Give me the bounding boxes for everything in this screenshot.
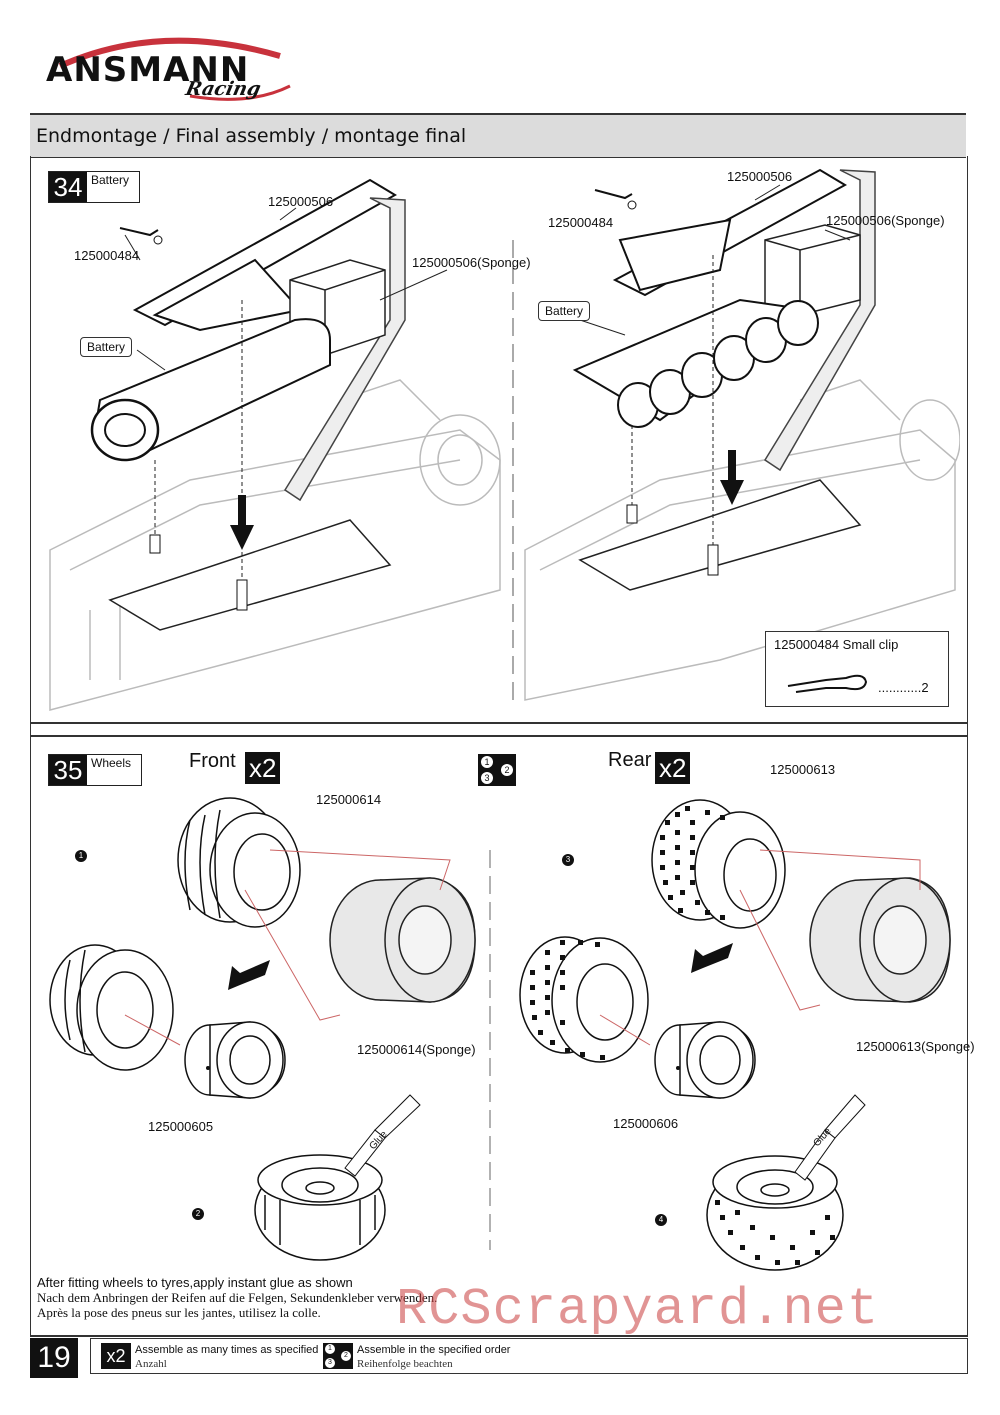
- brand-logo: ANSMANN: [46, 50, 250, 90]
- label-34-left-clip: 125000484: [74, 248, 140, 263]
- substep-3: 3: [562, 854, 574, 866]
- footer-divider: [30, 1335, 968, 1337]
- legend-order-en: Assemble in the specified order: [357, 1344, 511, 1356]
- front-heading: Front: [189, 750, 236, 772]
- legend-order-1: 1: [325, 1344, 335, 1354]
- label-front-sponge: 125000614(Sponge): [357, 1042, 476, 1057]
- order-icon: 1 2 3: [478, 754, 516, 786]
- step-34-badge: 34 Battery: [48, 171, 140, 203]
- brand-subtitle: Racing: [183, 78, 263, 100]
- glue-instructions: After fitting wheels to tyres,apply inst…: [37, 1275, 437, 1320]
- step-35-badge: 35 Wheels: [48, 754, 142, 786]
- step-34-number: 34: [49, 172, 87, 202]
- legend-order-2: 2: [341, 1351, 351, 1361]
- label-34-right-clip: 125000484: [548, 215, 614, 230]
- legend-order-de: Reihenfolge beachten: [357, 1358, 453, 1370]
- step-35-illustration: [49, 797, 951, 1271]
- callout-34-left-battery: Battery: [80, 337, 133, 357]
- step-34-illustration: [49, 168, 960, 711]
- rear-heading: Rear: [608, 749, 652, 771]
- label-front-rim: 125000605: [148, 1119, 214, 1134]
- note-english: After fitting wheels to tyres,apply inst…: [37, 1275, 353, 1290]
- label-34-right-strap: 125000506: [727, 169, 793, 184]
- label-rear-tyre: 125000613: [770, 762, 836, 777]
- order-icon-1: 1: [481, 756, 493, 768]
- substep-4: 4: [655, 1214, 667, 1226]
- legend-order-icon: 1 2 3: [323, 1343, 353, 1369]
- section-header: Endmontage / Final assembly / montage fi…: [30, 113, 966, 158]
- logo-swoosh: [58, 37, 291, 101]
- substep-1: 1: [75, 850, 87, 862]
- legend-multiplier-de: Anzahl: [135, 1358, 167, 1370]
- step-34-label: Battery: [91, 173, 130, 187]
- label-34-left-strap: 125000506: [268, 194, 334, 209]
- label-34-right-sponge: 125000506(Sponge): [826, 213, 945, 228]
- small-clip-legend: 125000484 Small clip ............2: [765, 631, 949, 707]
- page-number: 19: [30, 1338, 78, 1378]
- legend-multiplier-en: Assemble as many times as specified: [135, 1344, 319, 1356]
- step-35-label: Wheels: [91, 756, 132, 770]
- rear-multiplier: x2: [655, 752, 691, 784]
- footer-legend: x2 Assemble as many times as specified A…: [90, 1338, 968, 1374]
- front-multiplier: x2: [245, 752, 281, 784]
- watermark: RCScrapyard.net: [396, 1280, 880, 1339]
- small-clip-qty: ............2: [878, 680, 929, 695]
- order-icon-2: 2: [501, 764, 513, 776]
- page-frame: [30, 156, 968, 1336]
- section-title: Endmontage / Final assembly / montage fi…: [36, 125, 467, 147]
- small-clip-title: 125000484 Small clip: [774, 637, 899, 652]
- step-divider-2: [30, 735, 968, 737]
- step-35-number: 35: [49, 755, 87, 785]
- callout-34-right-battery: Battery: [538, 301, 591, 321]
- order-icon-3: 3: [481, 772, 493, 784]
- label-34-left-sponge: 125000506(Sponge): [412, 255, 531, 270]
- label-front-tyre: 125000614: [316, 792, 382, 807]
- note-french: Après la pose des pneus sur les jantes, …: [37, 1305, 321, 1320]
- label-rear-sponge: 125000613(Sponge): [856, 1039, 975, 1054]
- legend-order-3: 3: [325, 1358, 335, 1368]
- legend-multiplier-icon: x2: [101, 1343, 131, 1369]
- small-clip-icon: [787, 674, 868, 693]
- step-divider: [30, 722, 968, 724]
- note-german: Nach dem Anbringen der Reifen auf die Fe…: [37, 1290, 438, 1305]
- substep-2: 2: [192, 1208, 204, 1220]
- label-rear-rim: 125000606: [613, 1116, 679, 1131]
